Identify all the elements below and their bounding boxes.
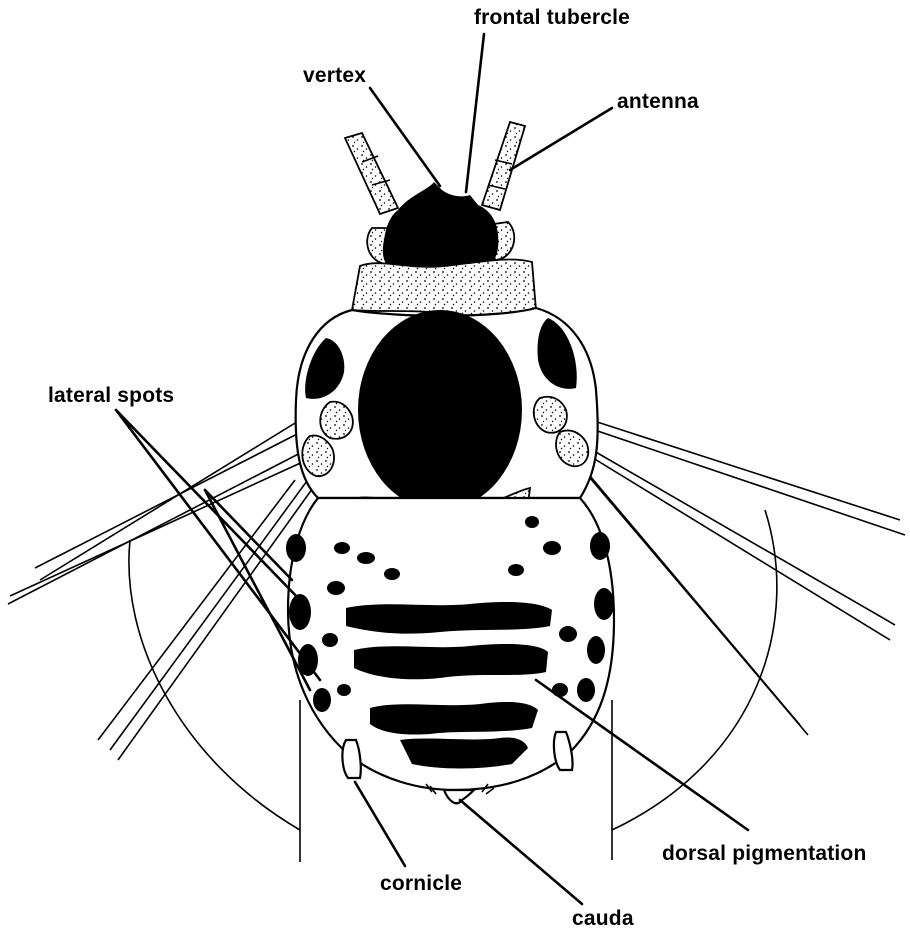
label-frontal-tubercle: frontal tubercle (474, 6, 630, 29)
leader-lateral-spot-1 (116, 410, 300, 600)
label-lateral-spots: lateral spots (48, 384, 174, 407)
leader-antenna (510, 108, 612, 170)
abdomen (286, 498, 614, 803)
label-cauda: cauda (572, 907, 634, 930)
pronotum-band (352, 259, 536, 315)
label-dorsal-pigmentation: dorsal pigmentation (662, 842, 866, 865)
label-vertex: vertex (303, 64, 366, 87)
leader-cornicle (355, 782, 405, 866)
thorax (296, 308, 598, 520)
leader-cauda (460, 800, 582, 904)
label-cornicle: cornicle (380, 872, 462, 895)
cornicle-left (342, 740, 360, 778)
leader-frontal-tubercle (466, 34, 484, 192)
cauda-shape (444, 790, 474, 803)
label-antenna: antenna (617, 90, 699, 113)
